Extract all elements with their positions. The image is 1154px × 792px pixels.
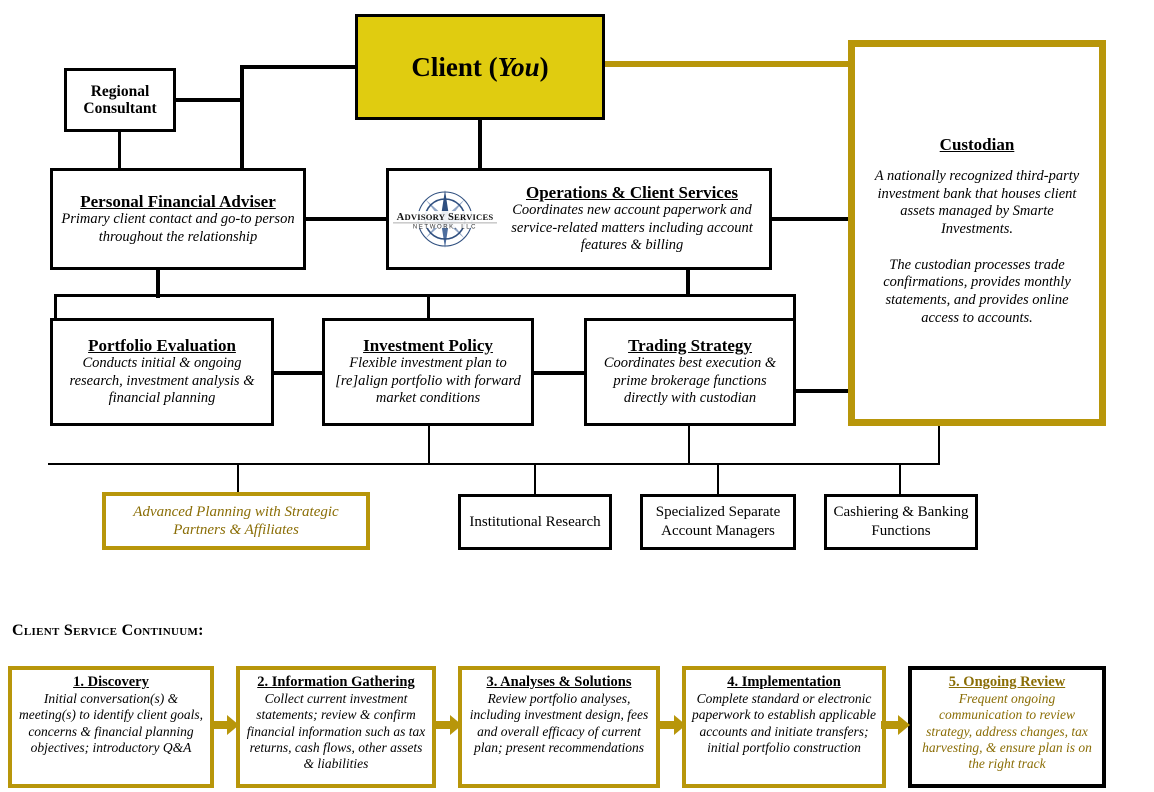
connector-bus-to-policy	[427, 294, 430, 320]
step-2-title: 2. Information Gathering	[257, 674, 415, 690]
connector-regional-pfa	[118, 130, 121, 170]
step-arrow-4-to-5	[881, 714, 911, 736]
connector-midrow-bus	[54, 294, 796, 297]
advanced-planning-box[interactable]: Advanced Planning with Strategic Partner…	[102, 492, 370, 550]
separate-account-managers-box[interactable]: Specialized Separate Account Managers	[640, 494, 796, 550]
step-4-description: Complete standard or electronic paperwor…	[691, 691, 877, 755]
connector-bus-to-portfolio	[54, 294, 57, 320]
advisory-services-network-logo: ADVISORY SERVICES NETWORK, LLC	[389, 186, 501, 252]
step-5-description: Frequent ongoing communication to review…	[922, 691, 1092, 771]
continuum-step-3[interactable]: 3. Analyses & Solutions Review portfolio…	[458, 666, 660, 788]
continuum-step-1[interactable]: 1. Discovery Initial conversation(s) & m…	[8, 666, 214, 788]
connector-policy-down	[428, 424, 430, 464]
connector-portfolio-policy	[271, 371, 325, 375]
operations-description: Coordinates new account paperwork and se…	[511, 201, 753, 254]
portfolio-evaluation-box[interactable]: Portfolio Evaluation Conducts initial & …	[50, 318, 274, 426]
investment-policy-description: Flexible investment plan to [re]align po…	[335, 354, 521, 407]
pfa-description: Primary client contact and go-to person …	[61, 210, 295, 245]
operations-client-services-box[interactable]: ADVISORY SERVICES NETWORK, LLC Operation…	[386, 168, 772, 270]
connector-policy-trading	[531, 371, 587, 375]
connector-trading-down	[688, 424, 690, 464]
custodian-title: Custodian	[939, 135, 1015, 154]
institutional-research-box[interactable]: Institutional Research	[458, 494, 612, 550]
regional-consultant-box[interactable]: Regional Consultant	[64, 68, 176, 132]
institutional-research-label: Institutional Research	[469, 513, 601, 530]
connector-regional-right	[174, 98, 242, 102]
trading-strategy-box[interactable]: Trading Strategy Coordinates best execut…	[584, 318, 796, 426]
regional-consultant-title: Regional Consultant	[83, 82, 157, 117]
client-box[interactable]: Client (You)	[355, 14, 605, 120]
connector-bus-cashiering	[899, 463, 901, 495]
continuum-step-4[interactable]: 4. Implementation Complete standard or e…	[682, 666, 886, 788]
connector-pfa-operations	[303, 217, 389, 221]
portfolio-evaluation-title: Portfolio Evaluation	[88, 335, 236, 355]
connector-client-left	[240, 65, 358, 69]
portfolio-evaluation-description: Conducts initial & ongoing research, inv…	[69, 354, 255, 407]
custodian-description-2: The custodian processes trade confirmati…	[883, 256, 1071, 326]
connector-operations-down	[686, 268, 690, 296]
trading-strategy-title: Trading Strategy	[628, 335, 752, 355]
connector-bus-to-trading	[793, 294, 796, 320]
investment-policy-title: Investment Policy	[363, 335, 493, 355]
step-5-title: 5. Ongoing Review	[948, 674, 1066, 690]
connector-lower-bus	[48, 463, 940, 465]
svg-text:ADVISORY SERVICES: ADVISORY SERVICES	[397, 212, 494, 223]
pfa-title: Personal Financial Adviser	[80, 191, 276, 211]
continuum-heading: Client Service Continuum:	[12, 622, 204, 639]
investment-policy-box[interactable]: Investment Policy Flexible investment pl…	[322, 318, 534, 426]
step-arrow-3-to-4	[657, 714, 687, 736]
step-arrow-1-to-2	[210, 714, 240, 736]
custodian-description-1: A nationally recognized third-party inve…	[874, 168, 1080, 238]
svg-text:NETWORK, LLC: NETWORK, LLC	[413, 225, 477, 231]
connector-client-custodian	[603, 61, 855, 67]
step-3-description: Review portfolio analyses, including inv…	[469, 691, 649, 755]
continuum-step-5[interactable]: 5. Ongoing Review Frequent ongoing commu…	[908, 666, 1106, 788]
connector-operations-custodian	[769, 217, 853, 221]
trading-strategy-description: Coordinates best execution & prime broke…	[603, 354, 777, 407]
operations-title: Operations & Client Services	[526, 182, 738, 202]
connector-bus-institutional	[534, 463, 536, 495]
custodian-box[interactable]: Custodian A nationally recognized third-…	[848, 40, 1106, 426]
connector-client-operations	[478, 118, 482, 170]
separate-account-managers-label: Specialized Separate Account Managers	[655, 504, 781, 539]
step-1-description: Initial conversation(s) & meeting(s) to …	[18, 691, 204, 755]
connector-client-left-down	[240, 65, 244, 170]
step-2-description: Collect current investment statements; r…	[246, 691, 426, 771]
connector-bus-separate-accounts	[717, 463, 719, 495]
connector-trading-custodian	[793, 389, 853, 393]
connector-pfa-down	[156, 268, 160, 298]
step-4-title: 4. Implementation	[727, 674, 841, 690]
continuum-step-2[interactable]: 2. Information Gathering Collect current…	[236, 666, 436, 788]
cashiering-banking-box[interactable]: Cashiering & Banking Functions	[824, 494, 978, 550]
step-3-title: 3. Analyses & Solutions	[486, 674, 632, 690]
advanced-planning-label: Advanced Planning with Strategic Partner…	[133, 503, 339, 538]
cashiering-banking-label: Cashiering & Banking Functions	[833, 504, 969, 539]
step-arrow-2-to-3	[433, 714, 463, 736]
personal-financial-adviser-box[interactable]: Personal Financial Adviser Primary clien…	[50, 168, 306, 270]
connector-custodian-down	[938, 424, 940, 464]
step-1-title: 1. Discovery	[73, 674, 149, 690]
connector-bus-advanced-planning	[237, 463, 239, 493]
client-title: Client (You)	[411, 51, 549, 82]
